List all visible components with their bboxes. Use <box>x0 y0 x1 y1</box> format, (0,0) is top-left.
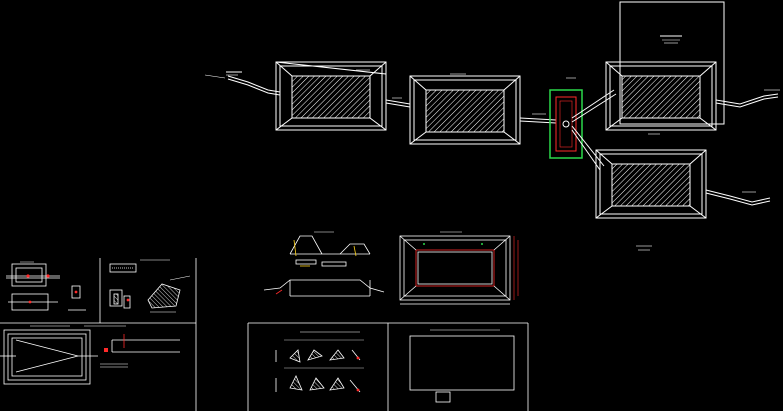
detail-a[interactable] <box>6 261 86 311</box>
inlet-label <box>226 71 242 76</box>
pond-2[interactable] <box>409 73 521 145</box>
pipe-1-2 <box>385 99 411 105</box>
distribution-box[interactable] <box>549 77 583 159</box>
left-details <box>0 258 197 411</box>
detail-c[interactable] <box>0 325 180 385</box>
pond-4[interactable] <box>595 149 707 219</box>
pond-1[interactable] <box>275 61 387 131</box>
pond-plan <box>204 1 780 251</box>
detail-b[interactable] <box>109 259 191 313</box>
center-section <box>247 231 529 411</box>
pond-3[interactable] <box>605 61 717 131</box>
section-elevation[interactable] <box>263 231 385 297</box>
schedule-table[interactable] <box>275 331 364 393</box>
inlet-pipe <box>227 75 281 93</box>
section-plan[interactable] <box>399 231 519 305</box>
cover-panel[interactable] <box>409 329 515 403</box>
building-frame <box>619 1 725 125</box>
